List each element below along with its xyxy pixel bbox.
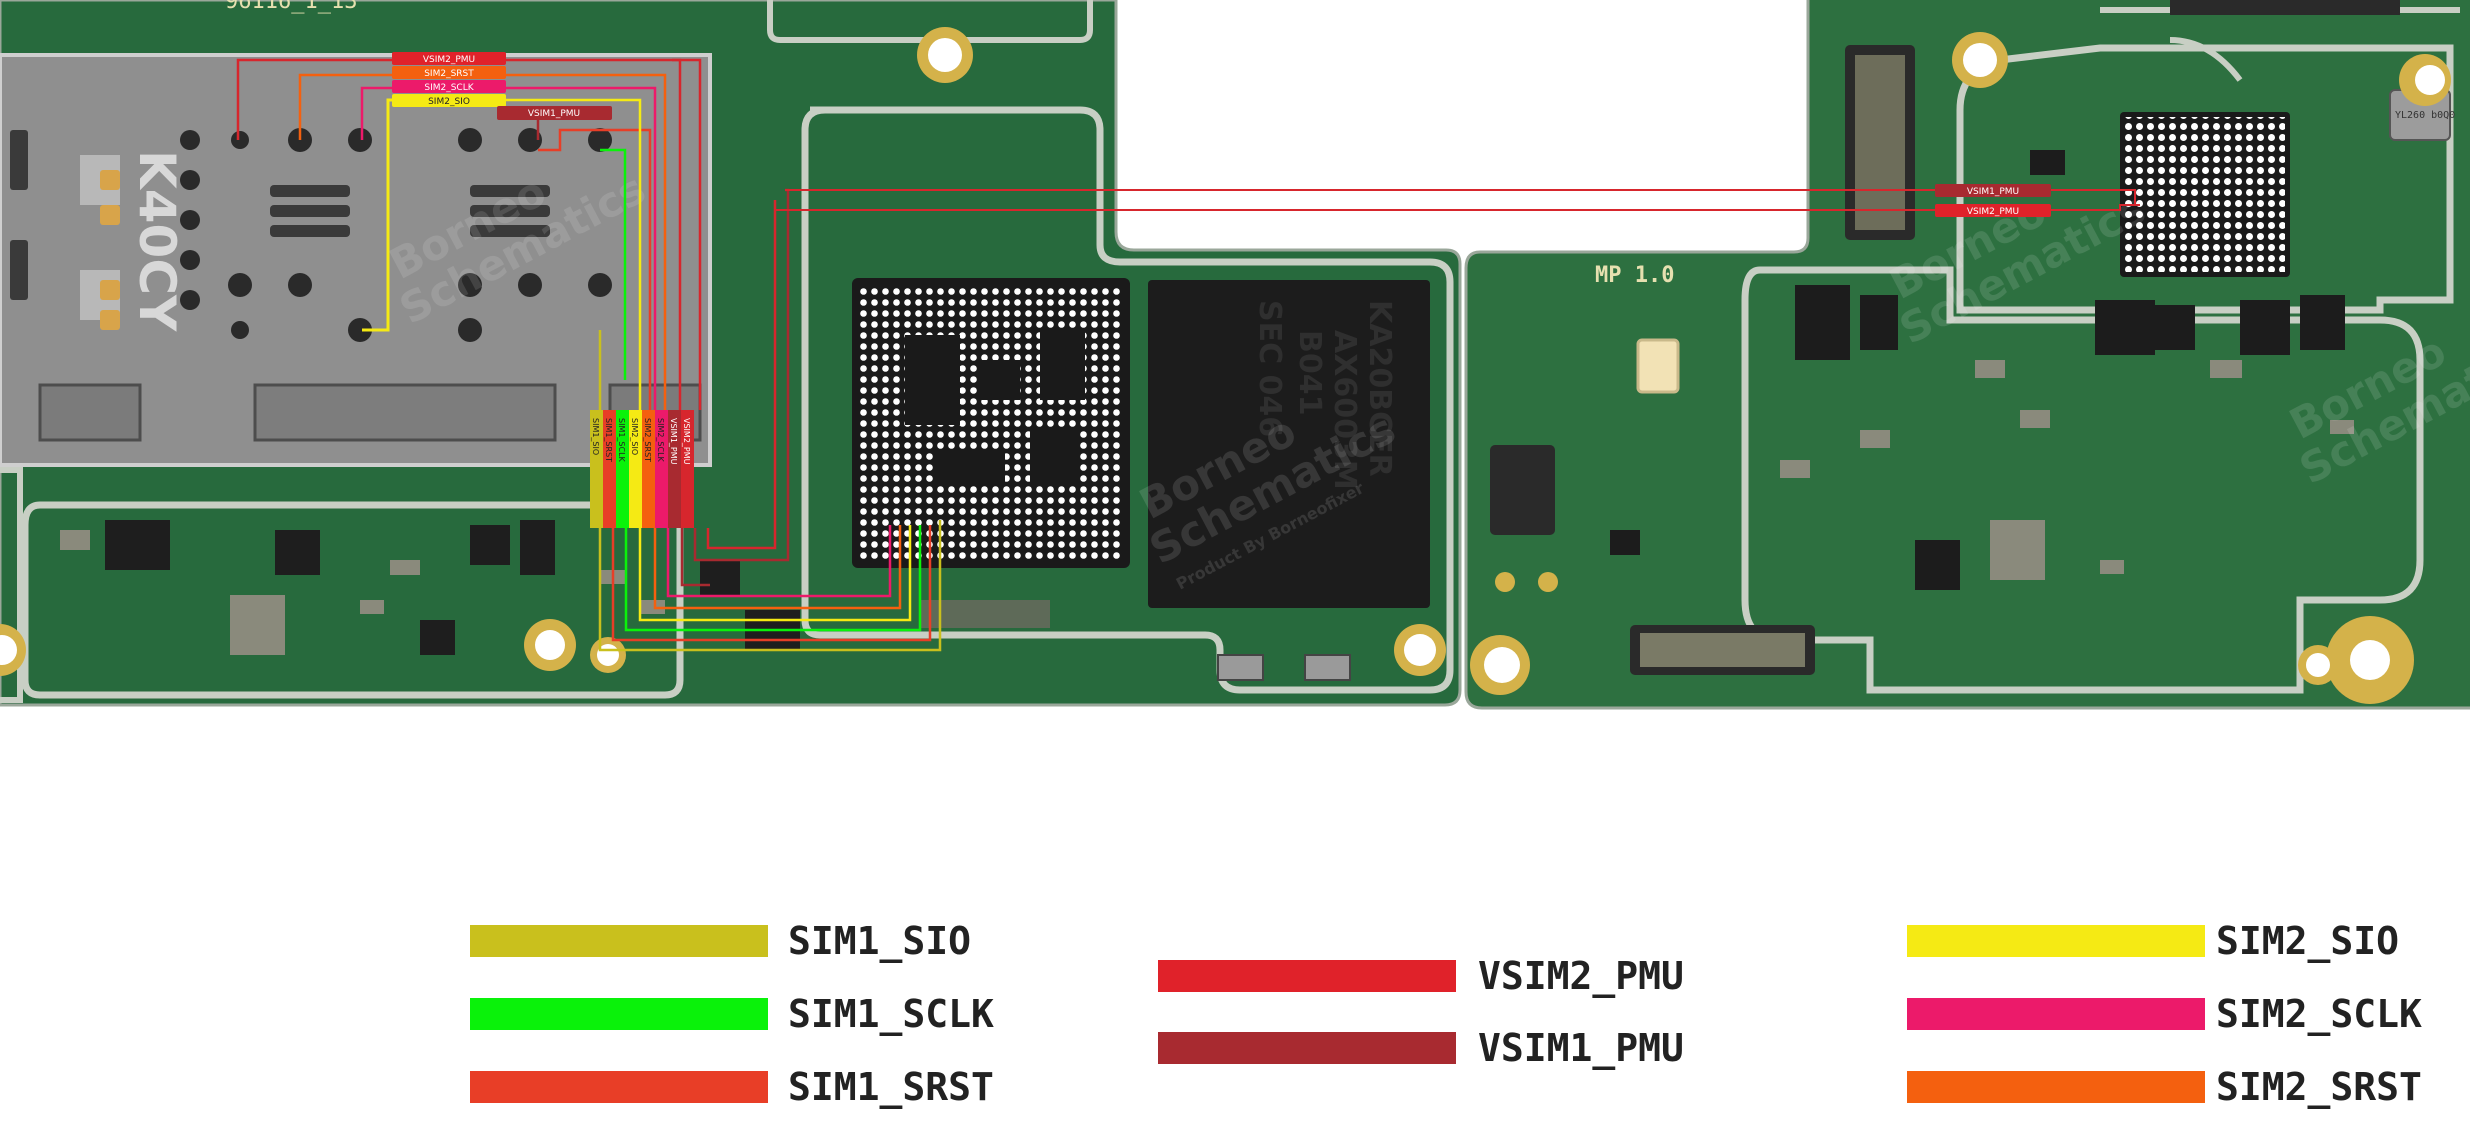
legend-swatch-sim2-sio [1907, 925, 2205, 957]
left-board: K40CY 96116_1_13 SEC 046 B041 KA20BCER A… [0, 0, 1462, 707]
legend-swatch-sim1-sclk [470, 998, 768, 1030]
legend-swatch-sim2-srst [1907, 1071, 2205, 1103]
trace-sim2-sio-sim [362, 98, 392, 332]
trace-sim2-sclk-sim [360, 86, 392, 140]
legend-swatch-sim1-srst [470, 1071, 768, 1103]
crystal-label: YL260 b0Q0 [2395, 110, 2455, 121]
trace-sim1-srst-sim [538, 128, 652, 410]
legend-label-sim1-sio: SIM1_SIO [788, 919, 972, 963]
connector-label-sim2-sclk: SIM2_SCLK [656, 418, 665, 463]
legend-swatch-sim1-sio [470, 925, 768, 957]
pad-label-sim2-sclk: SIM2_SCLK [424, 83, 474, 93]
trace-sim2-sio-bus [506, 98, 642, 410]
legend-swatch-vsim2-pmu [1158, 960, 1456, 992]
pmu-label-vsim2: VSIM2_PMU [1967, 207, 2019, 217]
memory-chip [1148, 280, 1430, 608]
legend-label-sim1-sclk: SIM1_SCLK [788, 992, 994, 1036]
connector-label-vsim1-pmu: VSIM1_PMU [669, 418, 678, 465]
trace-sim2-sclk-bus [506, 86, 657, 410]
connector-label-sim2-sio: SIM2_SIO [630, 418, 639, 455]
memory-chip-text-4: AX6003M [1327, 330, 1362, 490]
legend-label-sim1-srst: SIM1_SRST [788, 1065, 994, 1109]
legend-label-sim2-srst: SIM2_SRST [2216, 1065, 2422, 1109]
pmu-net-labels: VSIM1_PMU VSIM2_PMU [1935, 184, 2051, 217]
pmu-label-vsim1: VSIM1_PMU [1967, 187, 2019, 197]
connector-label-sim1-sio: SIM1_SIO [591, 418, 600, 455]
board-mp-label: MP 1.0 [1595, 263, 1674, 288]
pad-net-labels: VSIM2_PMU SIM2_SRST SIM2_SCLK SIM2_SIO V… [392, 52, 612, 120]
memory-chip-text-3: KA20BCER [1362, 300, 1397, 477]
sim-tray-label: K40CY [128, 150, 186, 332]
trace-vsim2-pmu-sim [236, 58, 392, 140]
trace-sim1-sclk-sim [600, 148, 627, 380]
legend-label-sim2-sclk: SIM2_SCLK [2216, 992, 2422, 1036]
right-board: YL260 b0Q0 MP 1.0 [1464, 0, 2470, 710]
pad-label-sim2-srst: SIM2_SRST [424, 69, 474, 79]
legend-swatch-vsim1-pmu [1158, 1032, 1456, 1064]
memory-chip-text-2: B041 [1292, 330, 1327, 416]
trace-vsim1-pmu-cross [785, 189, 2136, 205]
signal-traces [236, 58, 2140, 652]
legend-label-vsim2-pmu: VSIM2_PMU [1478, 954, 1684, 998]
trace-vsim2-pmu-cross [775, 204, 2140, 211]
connector-label-sim1-sclk: SIM1_SCLK [617, 418, 626, 463]
connector-label-vsim2-pmu: VSIM2_PMU [682, 418, 691, 465]
legend-swatch-sim2-sclk [1907, 998, 2205, 1030]
legend-label-vsim1-pmu: VSIM1_PMU [1478, 1026, 1684, 1070]
pad-label-sim2-sio: SIM2_SIO [428, 97, 470, 107]
board-silkscreen-code: 96116_1_13 [225, 0, 357, 14]
trace-sim2-srst-sim [298, 73, 392, 140]
trace-sim2-srst-bus [506, 73, 667, 410]
connector-label-strip: SIM1_SIO SIM1_SRST SIM1_SCLK SIM2_SIO SI… [590, 410, 694, 528]
pad-label-vsim2-pmu: VSIM2_PMU [423, 55, 475, 65]
legend-label-sim2-sio: SIM2_SIO [2216, 919, 2400, 963]
connector-label-sim2-srst: SIM2_SRST [643, 418, 652, 462]
memory-chip-text-1: SEC 046 [1252, 300, 1287, 437]
connector-label-sim1-srst: SIM1_SRST [604, 418, 613, 462]
pad-label-vsim1-pmu: VSIM1_PMU [528, 109, 580, 119]
